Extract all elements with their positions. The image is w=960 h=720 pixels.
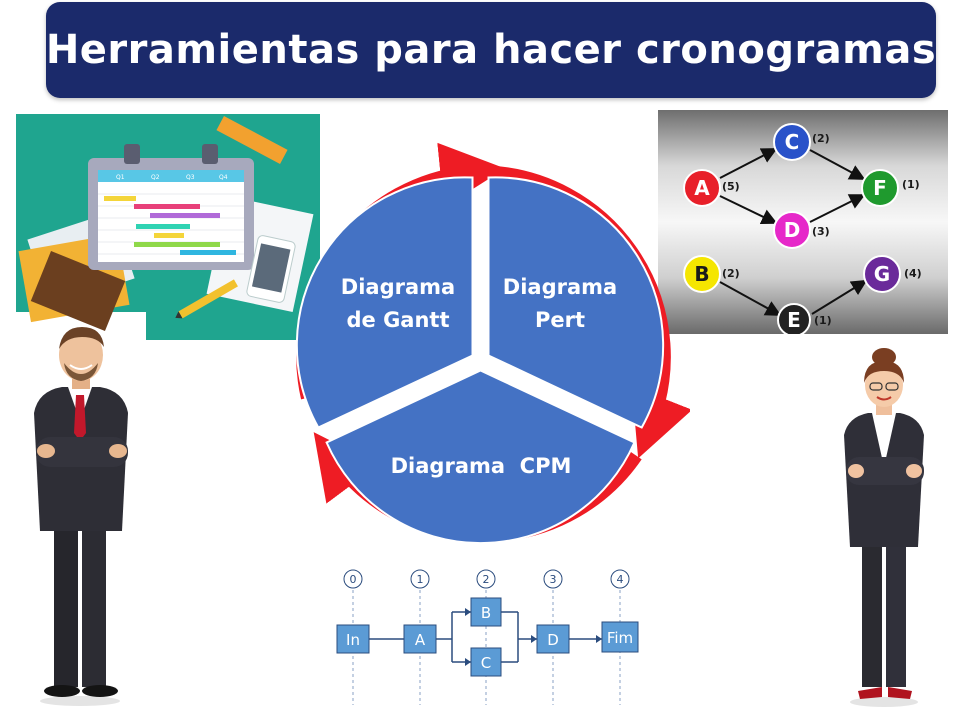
cpm-step-3: 3	[550, 573, 557, 586]
pert-node-c-letter: C	[785, 130, 800, 154]
pert-node-g-duration: (4)	[904, 267, 922, 280]
pert-node-d-duration: (3)	[812, 225, 830, 238]
pert-node-e: E (1)	[777, 303, 832, 334]
pert-node-c-duration: (2)	[812, 132, 830, 145]
cpm-box-in-label: In	[346, 631, 360, 649]
segment-cpm-label: Diagrama CPM	[391, 454, 572, 478]
cpm-box-c-label: C	[481, 654, 491, 672]
notebook-icon	[30, 250, 126, 332]
gantt-header-q3: Q3	[186, 174, 195, 181]
title-banner: Herramientas para hacer cronogramas	[46, 2, 936, 98]
page-title: Herramientas para hacer cronogramas	[45, 27, 937, 73]
pert-node-a: A (5)	[683, 169, 740, 207]
cpm-box-a-label: A	[415, 631, 426, 649]
cpm-box-d-label: D	[547, 631, 559, 649]
cpm-network: 0 1 2 3 4 In A B C D Fim	[336, 569, 639, 705]
cycle-diagram: Diagrama de Gantt Diagrama Pert Diagrama…	[295, 142, 690, 545]
clipboard-icon: Q1 Q2 Q3 Q4	[88, 144, 254, 270]
cpm-box-a	[403, 624, 437, 654]
cpm-box-b	[470, 597, 502, 627]
pert-node-f-duration: (1)	[902, 178, 920, 191]
smartphone-icon	[246, 235, 296, 303]
segment-pert-label-2: Pert	[535, 308, 585, 332]
segment-pert	[487, 176, 665, 429]
pert-node-d-letter: D	[784, 218, 801, 242]
cpm-box-b-label: B	[481, 604, 491, 622]
segment-gantt	[295, 176, 474, 429]
cpm-box-c	[470, 647, 502, 677]
pert-node-b: B (2)	[683, 255, 740, 293]
cpm-box-d	[536, 624, 570, 654]
pert-node-c: C (2)	[773, 123, 830, 161]
segment-gantt-label-1: Diagrama	[341, 275, 455, 299]
cpm-step-2: 2	[483, 573, 490, 586]
pert-node-b-letter: B	[694, 262, 709, 286]
gantt-header-q1: Q1	[116, 174, 125, 181]
pert-node-f-letter: F	[873, 176, 887, 200]
gantt-illustration: Q1 Q2 Q3 Q4	[16, 114, 320, 340]
cpm-step-markers: 0 1 2 3 4	[343, 569, 630, 589]
cpm-box-fim	[601, 621, 639, 653]
gantt-header-q2: Q2	[151, 174, 160, 181]
gantt-header-q4: Q4	[219, 174, 228, 181]
segment-cpm	[325, 369, 636, 545]
pert-node-a-duration: (5)	[722, 180, 740, 193]
cpm-step-1: 1	[417, 573, 424, 586]
pert-node-g-letter: G	[874, 262, 890, 286]
businessman-figure	[34, 327, 128, 706]
pert-node-a-letter: A	[694, 176, 710, 200]
businesswoman-figure	[844, 348, 924, 707]
pert-network-image: A (5) C (2) F (1) D (3) B (2) G (4) E (1…	[658, 110, 948, 334]
pert-node-b-duration: (2)	[722, 267, 740, 280]
pert-node-d: D (3)	[773, 211, 830, 249]
segment-gantt-label-2: de Gantt	[346, 308, 449, 332]
ruler-icon	[216, 116, 288, 164]
segment-pert-label-1: Diagrama	[503, 275, 617, 299]
pert-node-g: G (4)	[863, 255, 922, 293]
pencil-icon	[175, 279, 238, 319]
cpm-step-0: 0	[350, 573, 357, 586]
cpm-box-fim-label: Fim	[607, 629, 633, 647]
pert-node-f: F (1)	[861, 169, 920, 207]
cpm-step-4: 4	[617, 573, 624, 586]
pert-node-e-letter: E	[787, 308, 801, 332]
cpm-box-in	[336, 624, 370, 654]
pert-node-e-duration: (1)	[814, 314, 832, 327]
